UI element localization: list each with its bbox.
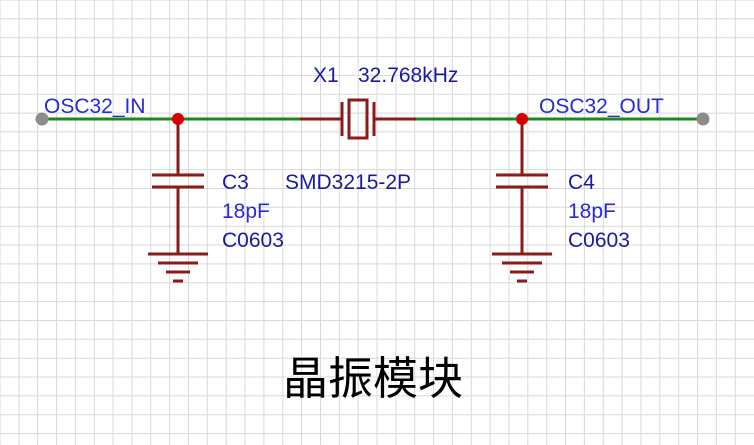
junction-dot-left xyxy=(172,113,184,125)
module-title: 晶振模块 xyxy=(283,353,463,404)
c4-value: 18pF xyxy=(568,200,616,223)
port-end-left[interactable] xyxy=(35,112,49,126)
net-label-osc32-out: OSC32_OUT xyxy=(539,95,664,118)
capacitor-c4[interactable] xyxy=(492,119,552,283)
c4-footprint: C0603 xyxy=(568,229,630,252)
crystal-icon xyxy=(300,98,416,140)
ground-icon xyxy=(492,252,552,283)
c3-footprint: C0603 xyxy=(222,229,284,252)
ground-icon xyxy=(148,252,208,283)
c3-refdes: C3 xyxy=(222,171,249,194)
capacitor-c3[interactable] xyxy=(148,119,208,283)
c4-refdes: C4 xyxy=(568,171,595,194)
crystal-value: 32.768kHz xyxy=(358,64,458,87)
junction-dot-right xyxy=(516,113,528,125)
crystal-x1[interactable] xyxy=(300,98,416,140)
capacitor-icon xyxy=(496,119,548,254)
c3-value: 18pF xyxy=(222,200,270,223)
net-label-osc32-in: OSC32_IN xyxy=(44,95,146,118)
port-end-right[interactable] xyxy=(696,112,710,126)
crystal-footprint: SMD3215-2P xyxy=(285,171,411,194)
crystal-refdes: X1 xyxy=(313,64,339,87)
capacitor-icon xyxy=(152,119,204,254)
